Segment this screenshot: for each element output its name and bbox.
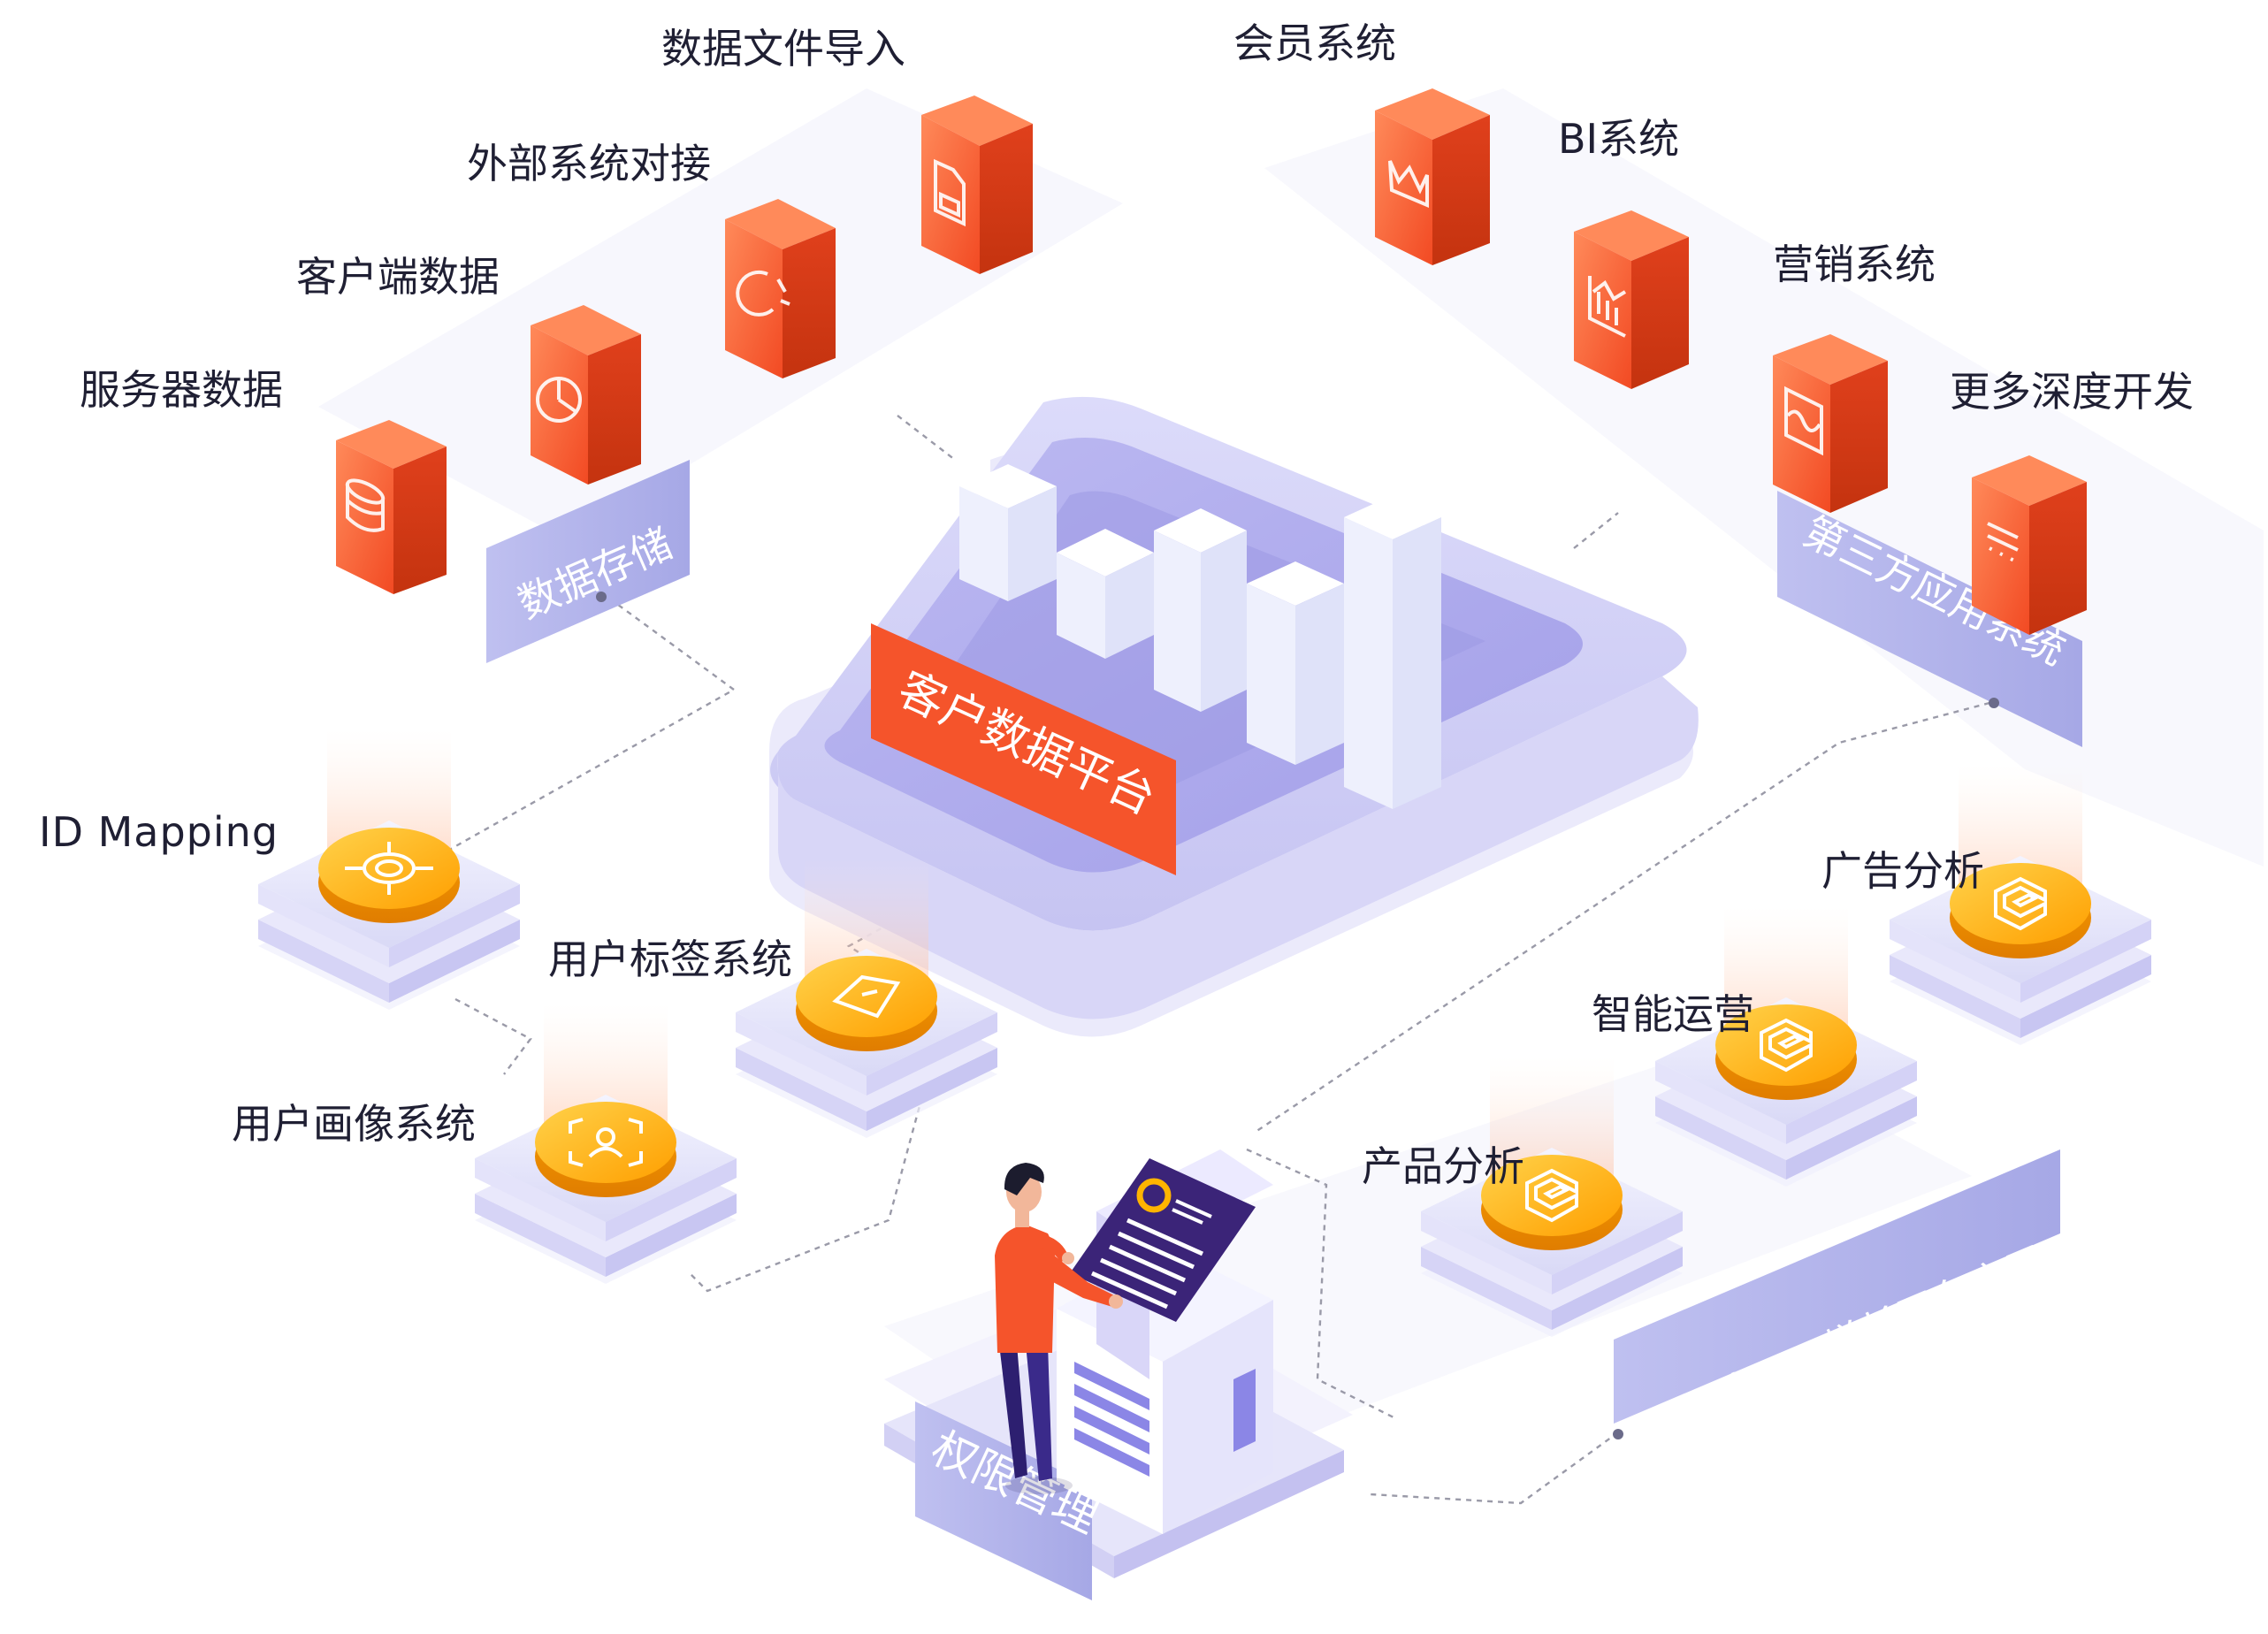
label-user-portrait-system: 用户画像系统 <box>232 1100 476 1148</box>
permission-group: 权限管理 <box>884 1149 1344 1600</box>
pie-chart-icon <box>531 305 641 485</box>
label-client-data: 客户端数据 <box>296 253 500 301</box>
wave-chart-icon <box>1773 334 1888 513</box>
label-server-data: 服务器数据 <box>80 366 283 414</box>
label-bi-system: BI系统 <box>1558 115 1680 163</box>
third-party-group: 第三方应用系统 <box>1375 88 2087 747</box>
slab-product-analysis <box>1421 1057 1683 1337</box>
file-icon <box>921 95 1033 274</box>
label-smart-operation: 智能运营 <box>1592 990 1754 1038</box>
label-marketing-system: 营销系统 <box>1773 241 1936 288</box>
label-ad-analysis: 广告分析 <box>1821 847 1984 895</box>
customer-data-platform: 客户数据平台 <box>769 396 1699 1037</box>
growingio-logo-icon <box>1760 1018 1813 1073</box>
grid-dots-icon <box>1972 455 2087 635</box>
data-storage-group: 数据存储 <box>336 95 1033 663</box>
kiosk-screen <box>1070 1158 1256 1322</box>
label-id-mapping: ID Mapping <box>39 808 279 856</box>
slab-id-mapping <box>258 729 520 1010</box>
growingio-logo-icon <box>1525 1168 1578 1223</box>
ring-chart-icon <box>725 199 836 378</box>
bar-chart-icon <box>1574 210 1689 389</box>
label-more-development: 更多深度开发 <box>1950 368 2194 416</box>
slab-ad-analysis <box>1890 765 2151 1045</box>
growingio-logo-icon <box>1994 876 2047 931</box>
user-portrait-icon <box>569 1118 643 1167</box>
slab-smart-operation <box>1655 906 1917 1187</box>
crown-icon <box>1375 88 1490 265</box>
network-node-icon <box>345 842 433 895</box>
label-file-import: 数据文件导入 <box>661 25 905 73</box>
tag-icon <box>832 974 901 1019</box>
label-product-analysis: 产品分析 <box>1362 1142 1524 1190</box>
label-member-system: 会员系统 <box>1233 19 1396 67</box>
label-user-tag-system: 用户标签系统 <box>548 935 792 983</box>
database-icon <box>336 420 447 594</box>
label-external-integration: 外部系统对接 <box>467 140 711 187</box>
person-figure <box>995 1163 1123 1494</box>
slab-user-portrait <box>475 1004 737 1284</box>
slab-user-tag <box>736 858 997 1138</box>
